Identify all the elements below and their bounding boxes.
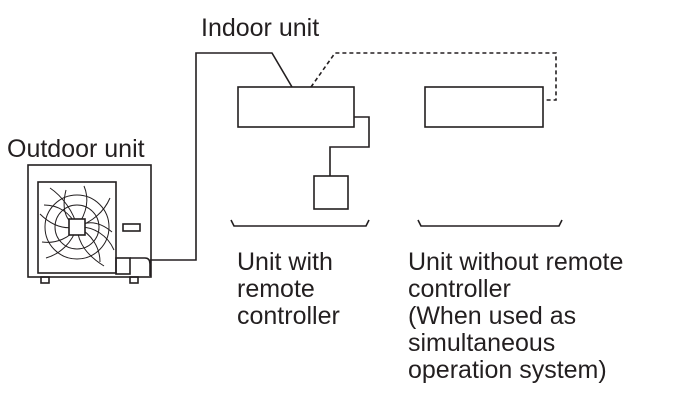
remote-controller <box>313 175 349 210</box>
unit-without-remote-label-line-5: operation system) <box>408 356 607 384</box>
outdoor-unit-label: Outdoor unit <box>7 135 145 163</box>
remote-controller-cable <box>329 116 370 176</box>
unit-without-remote-label-line-1: Unit without remote <box>408 248 624 276</box>
outdoor-unit-fan-hub <box>68 218 86 236</box>
outdoor-unit-service-panel <box>115 257 131 275</box>
indoor-unit-without-remote <box>424 86 544 128</box>
unit-with-remote-label-line-3: controller <box>237 302 340 330</box>
indoor-unit-label: Indoor unit <box>201 14 320 42</box>
brace-unit-without-remote <box>417 219 563 227</box>
unit-without-remote-label-line-3: (When used as <box>408 302 577 330</box>
unit-with-remote-label-line-2: remote <box>237 275 315 303</box>
indoor-unit-with-remote <box>237 86 355 128</box>
unit-without-remote-label-line-2: controller <box>408 275 511 303</box>
brace-unit-with-remote <box>230 219 370 227</box>
outdoor-unit-handle <box>122 223 141 232</box>
unit-without-remote-label-line-4: simultaneous <box>408 329 556 357</box>
outdoor-unit-foot-left <box>40 276 50 284</box>
connection-line <box>150 52 293 261</box>
dashed-connection-line <box>310 52 557 101</box>
outdoor-unit-foot-right <box>129 276 139 284</box>
unit-with-remote-label-line-1: Unit with <box>237 248 333 276</box>
outdoor-unit-fan-grille <box>37 181 117 274</box>
outdoor-unit-pipe-cover <box>130 257 151 276</box>
